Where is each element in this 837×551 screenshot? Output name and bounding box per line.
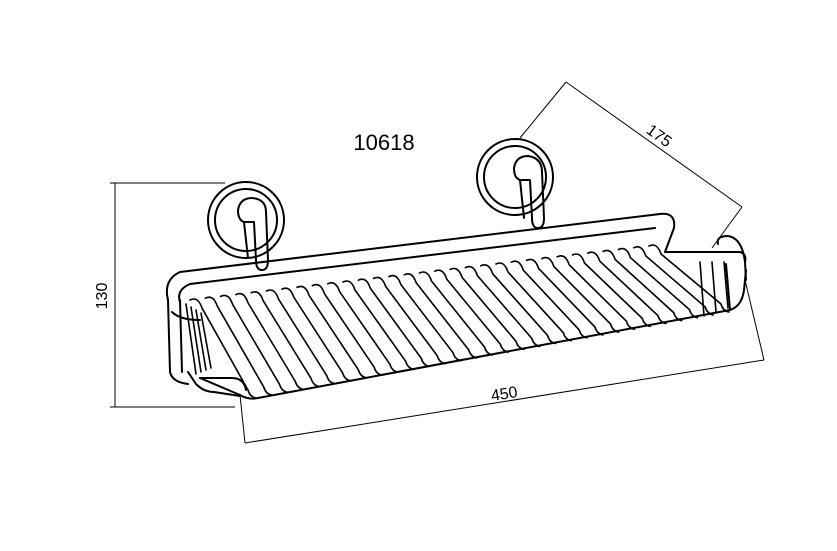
right-wall-mount — [476, 138, 554, 229]
height-dimension: 130 — [94, 182, 235, 408]
basket-wire — [250, 291, 320, 388]
basket-wire — [342, 280, 415, 371]
basket-wire — [281, 287, 352, 382]
basket-wire — [189, 298, 257, 399]
basket-wire — [204, 296, 273, 396]
basket-wire — [464, 265, 541, 348]
basket-wire — [541, 256, 620, 333]
basket-wire — [632, 246, 714, 316]
side-wire — [723, 261, 729, 309]
basket-wires — [185, 244, 730, 399]
side-wire — [190, 306, 202, 373]
basket-wire — [495, 262, 573, 342]
side-wire — [195, 309, 207, 371]
basket-base — [167, 263, 747, 400]
basket-wire — [525, 258, 604, 336]
basket-wire — [357, 278, 431, 368]
product-code: 10618 — [353, 130, 414, 155]
length-label: 450 — [490, 384, 519, 405]
basket-wire — [587, 251, 667, 325]
basket-wire — [311, 283, 383, 376]
side-wire — [185, 303, 197, 375]
basket-wire — [219, 294, 289, 394]
basket-wire — [296, 285, 368, 379]
side-wire — [699, 261, 705, 317]
basket-wire — [449, 267, 525, 351]
basket-wire — [388, 274, 462, 362]
basket-wire — [235, 292, 305, 391]
basket-wire — [602, 249, 683, 322]
basket-wire — [434, 269, 510, 353]
basket-wire — [571, 253, 651, 328]
side-wire — [711, 261, 717, 313]
basket-wire — [418, 271, 494, 356]
height-label: 130 — [94, 283, 111, 310]
left-wall-mount — [207, 181, 285, 271]
basket-wire — [372, 276, 446, 365]
basket-wire — [326, 282, 399, 373]
depth-dimension: 175 — [519, 81, 743, 249]
side-wire — [200, 312, 212, 369]
basket-wire — [510, 260, 588, 339]
basket-wire — [403, 273, 478, 359]
basket-wire — [479, 264, 557, 345]
depth-label: 175 — [643, 122, 675, 152]
basket-wire — [617, 247, 699, 319]
basket-wire — [648, 244, 730, 313]
basket-wire — [556, 255, 636, 330]
length-dimension: 450 — [239, 279, 765, 444]
basket-wire — [265, 289, 336, 385]
